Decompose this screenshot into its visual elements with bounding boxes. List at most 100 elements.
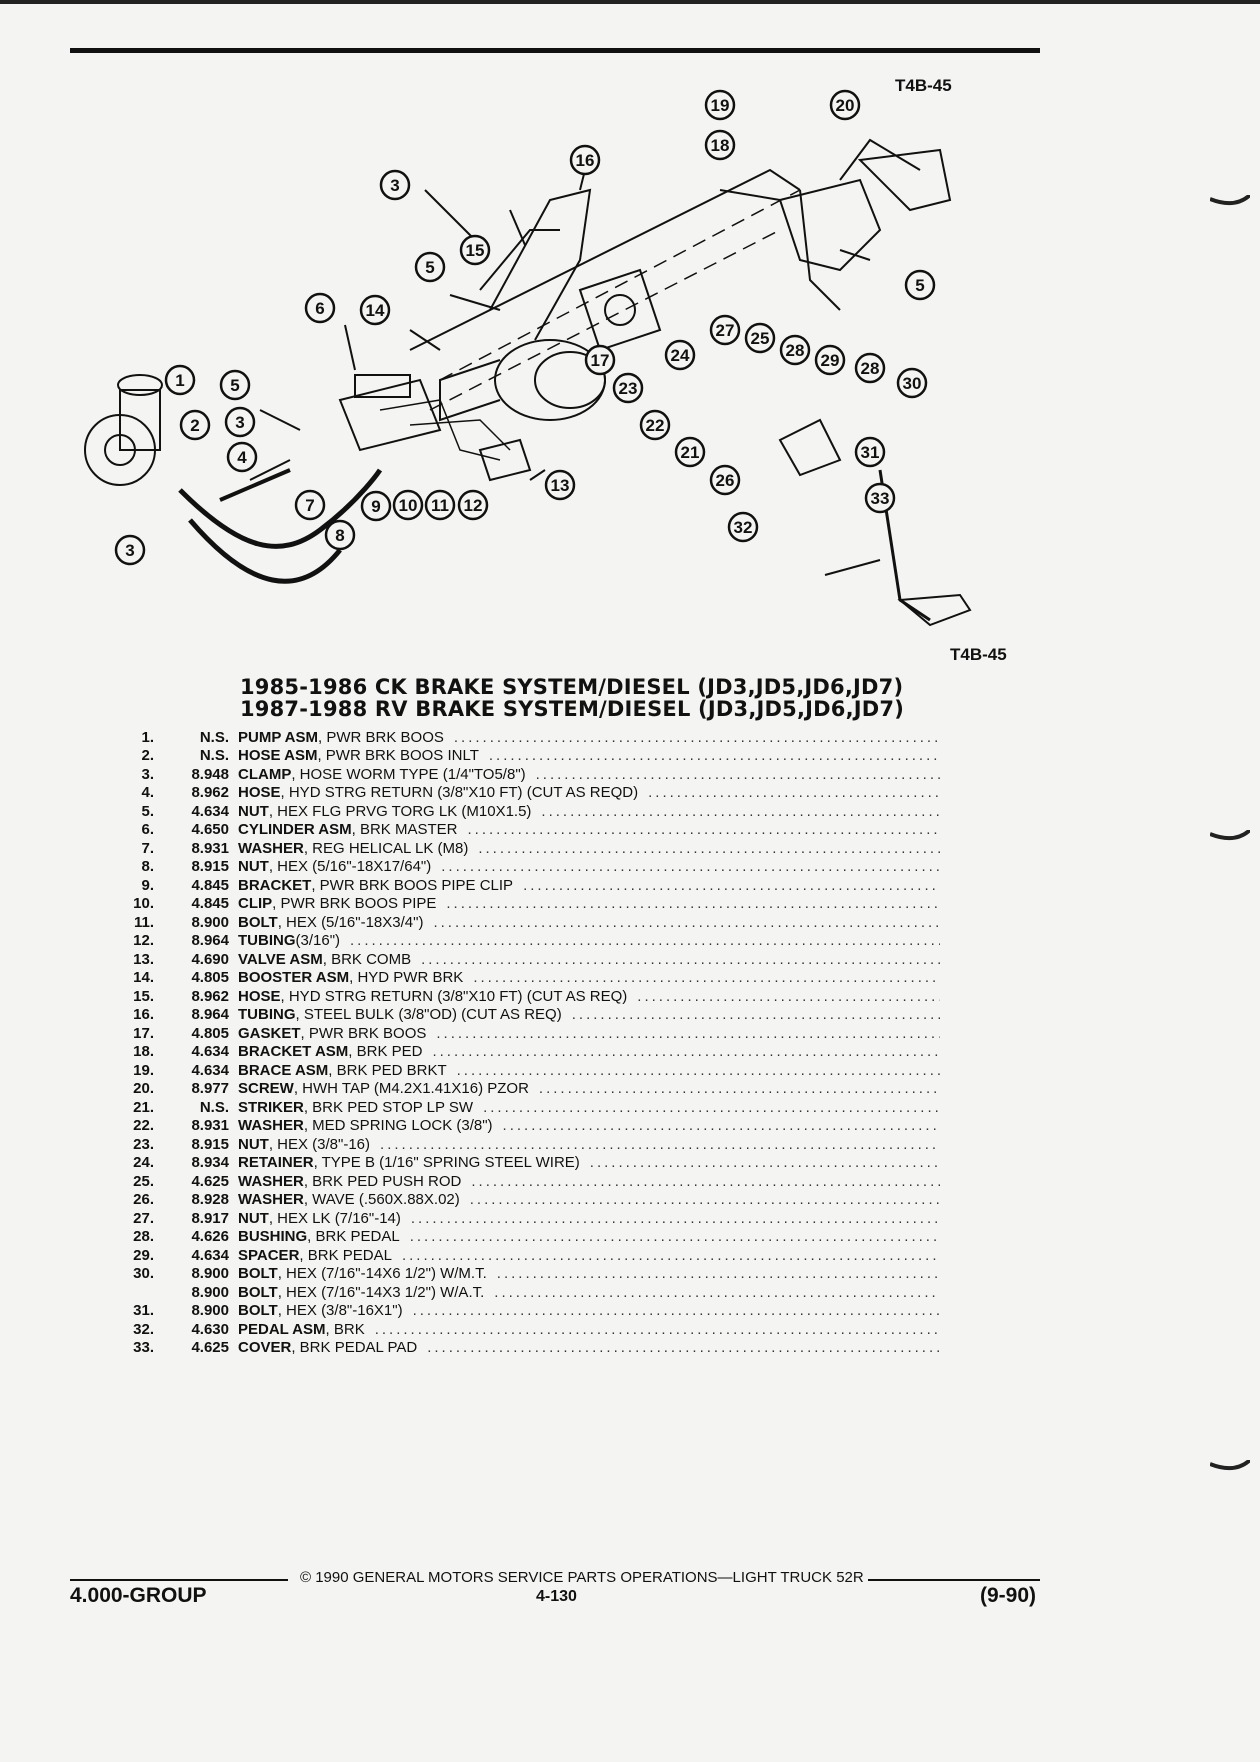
- part-group-code: 4.634: [191, 1061, 229, 1079]
- callout-33: 33: [871, 489, 890, 508]
- part-name: TUBING: [238, 1006, 296, 1023]
- callout-28a: 28: [786, 341, 805, 360]
- part-description: BOLT, HEX (7/16"-14X3 1/2") W/A.T.: [238, 1284, 940, 1302]
- callout-17: 17: [591, 351, 610, 370]
- part-number: 32.: [133, 1320, 154, 1338]
- part-spec: , HEX (3/8"-16X1"): [277, 1302, 403, 1319]
- part-group-code: 8.917: [191, 1209, 229, 1227]
- page-title: 1985-1986 CK BRAKE SYSTEM/DIESEL (JD3,JD…: [240, 676, 904, 720]
- part-name: HOSE: [238, 784, 281, 801]
- part-name: VALVE ASM: [238, 950, 323, 968]
- part-name: NUT: [238, 1209, 269, 1227]
- part-spec: , BRK PED: [348, 1043, 423, 1060]
- part-number: 15.: [133, 987, 154, 1005]
- figure-code-bottom: T4B-45: [950, 645, 1007, 664]
- callout-27: 27: [716, 321, 735, 340]
- part-number: 24.: [133, 1154, 154, 1171]
- callout-32: 32: [734, 518, 753, 537]
- part-name: NUT: [238, 1135, 269, 1153]
- leader-dots: [483, 1099, 940, 1117]
- part-group-code: 8.962: [191, 784, 229, 801]
- part-name: GASKET: [238, 1024, 301, 1042]
- part-spec: , BRK PEDAL: [299, 1246, 392, 1264]
- part-number: 20.: [133, 1080, 154, 1097]
- part-number: 14.: [133, 969, 154, 986]
- part-spec: , MED SPRING LOCK (3/8"): [303, 1117, 493, 1134]
- callout-6: 6: [315, 299, 324, 318]
- part-group-code: 4.625: [191, 1172, 229, 1190]
- part-group-code: 8.977: [191, 1080, 229, 1097]
- part-number: 30.: [133, 1265, 154, 1282]
- leader-dots: [380, 1136, 940, 1154]
- part-description: HOSE, HYD STRG RETURN (3/8"X10 FT) (CUT …: [238, 988, 940, 1006]
- part-description: BOLT, HEX (7/16"-14X6 1/2") W/M.T.: [238, 1265, 940, 1283]
- part-number: 17.: [133, 1024, 154, 1042]
- part-number: 27.: [133, 1209, 154, 1227]
- part-description: NUT, HEX (3/8"-16): [238, 1136, 940, 1154]
- part-name: CYLINDER ASM: [238, 821, 352, 838]
- leader-dots: [489, 747, 940, 765]
- part-spec: , PWR BRK BOOS: [300, 1024, 427, 1042]
- hole-punch-mark: [1210, 830, 1250, 841]
- part-number: 28.: [133, 1228, 154, 1245]
- callout-15: 15: [466, 241, 485, 260]
- brake-system-exploded-diagram: 1 2 3 3 3 4 5 5 5 6 7 8 9 10 11 12 13 14…: [84, 89, 972, 627]
- part-spec: , HEX FLG PRVG TORG LK (M10X1.5): [268, 802, 532, 820]
- callout-16: 16: [576, 151, 595, 170]
- part-group-code: 4.690: [191, 950, 229, 968]
- part-group-code: 8.962: [191, 987, 229, 1005]
- footer-rule-right: [868, 1579, 1040, 1581]
- part-spec: , BRK: [325, 1320, 365, 1338]
- part-description: GASKET, PWR BRK BOOS: [238, 1025, 940, 1043]
- part-description: HOSE ASM, PWR BRK BOOS INLT: [238, 747, 940, 765]
- part-group-code: 4.634: [191, 1246, 229, 1264]
- part-description: BOLT, HEX (5/16"-18X3/4"): [238, 914, 940, 932]
- part-name: BOLT: [238, 913, 278, 931]
- part-description: VALVE ASM, BRK COMB: [238, 951, 940, 969]
- part-name: COVER: [238, 1339, 292, 1356]
- leader-dots: [454, 729, 940, 747]
- part-name: BOLT: [238, 1283, 278, 1301]
- part-group-code: 4.845: [191, 895, 229, 912]
- leader-dots: [539, 1080, 940, 1098]
- part-spec: , BRK COMB: [322, 950, 412, 968]
- part-spec: , HEX (3/8"-16): [268, 1135, 371, 1153]
- part-group-code: 4.650: [191, 821, 229, 838]
- part-group-code: 8.900: [191, 1283, 229, 1301]
- part-name: BUSHING: [238, 1228, 308, 1245]
- part-name: HOSE: [238, 987, 281, 1005]
- part-group-code: 8.948: [191, 765, 229, 783]
- part-number: 26.: [133, 1191, 154, 1208]
- part-name: BOOSTER ASM: [238, 969, 350, 986]
- part-group-code: 8.964: [191, 1006, 229, 1023]
- leader-dots: [350, 932, 940, 950]
- callout-5b: 5: [425, 258, 434, 277]
- part-description: TUBING (3/16"): [238, 932, 940, 950]
- callout-2: 2: [190, 416, 199, 435]
- part-name: BRACE ASM: [238, 1061, 329, 1079]
- part-name: BOLT: [238, 1302, 278, 1319]
- part-description: COVER, BRK PEDAL PAD: [238, 1339, 940, 1357]
- callout-3a: 3: [125, 541, 134, 560]
- part-group-code: 4.634: [191, 1043, 229, 1060]
- leader-dots: [421, 951, 940, 969]
- part-spec: , HYD STRG RETURN (3/8"X10 FT) (CUT AS R…: [280, 987, 628, 1005]
- callout-26: 26: [716, 471, 735, 490]
- part-number: 9.: [141, 876, 154, 894]
- callout-28b: 28: [861, 359, 880, 378]
